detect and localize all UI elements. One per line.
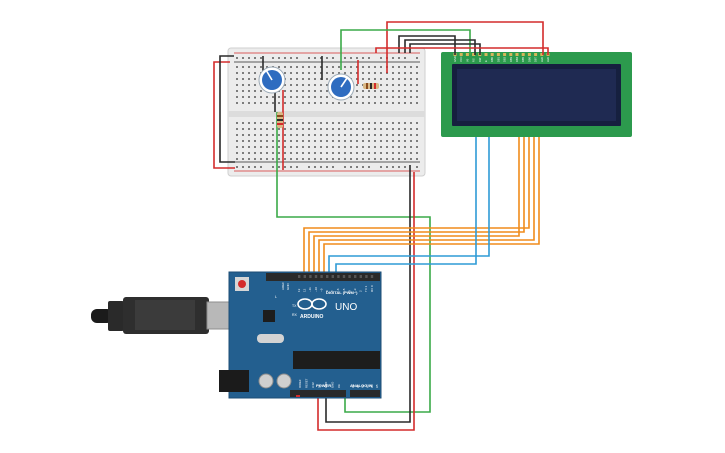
lcd-pin-label: DB7 [534,56,538,62]
resistor-2[interactable] [277,112,283,128]
digital-pin-label: 7 [331,290,335,292]
power-pin-label: GND [324,382,328,388]
digital-pin-label: RX 0 [370,285,374,292]
digital-pin-label: TX 1 [364,285,368,292]
lcd-pin-label: DB0 [490,56,494,62]
analog-pin-label: A1 [356,384,360,388]
digital-pin-label: ~9 [319,288,323,292]
lcd-pin-label: DB4 [515,56,519,62]
wire-red-5v [317,172,415,431]
digital-pin-label: 12 [303,288,307,292]
arduino-brand: ARDUINO [300,314,323,320]
wire-orange-db4 [313,137,520,279]
power-pin-label: Vin [337,384,341,388]
tx-label: TX [292,304,297,308]
wire-orange-db7 [318,137,535,279]
lcd-pin-label: DB3 [509,56,513,62]
lcd-pin-label: GND [453,56,457,62]
wire-green-lcd-v0 [340,29,471,70]
wire-orange-rs [323,137,540,279]
wire-black-gnd [325,165,411,423]
power-pin-label: IOREF [298,379,302,388]
lcd-pin-label: RW [478,57,482,62]
lcd-pin-label: DB6 [527,56,531,62]
lcd-pin-label: DB5 [521,56,525,62]
lcd-pin-label: LED [540,57,544,62]
resistor-1[interactable] [363,83,379,89]
lcd-pin-label: LED [546,57,550,62]
lcd-screen [457,69,616,121]
wire-red-lcd-led [375,47,549,55]
wire-blue-e [328,137,490,279]
digital-pin-label: 4 [347,290,351,292]
wire-green-pot-a0 [276,112,431,413]
digital-pin-label: ~11 [308,287,312,292]
wire-orange-db5 [308,137,525,279]
power-pin-label: 5V [318,384,322,388]
analog-pin-label: A0 [351,384,355,388]
digital-pin-label: 2 [359,290,363,292]
arduino-uno[interactable]: ARDUINO UNO DIGITAL (PWM~) POWER ANALOG … [91,271,382,399]
digital-pin-label: ~3 [353,288,357,292]
gnd-pin-label: GND [286,283,290,291]
wire-black-lcd-gnd [398,35,456,55]
lcd-pin-label: E [484,60,488,62]
lcd-pin-label: DB1 [496,56,500,62]
usb-cable [91,297,248,334]
digital-pin-label: 13 [297,288,301,292]
power-pin-label: 3.3V [311,382,315,388]
analog-pin-label: A3 [365,384,369,388]
atmega-chip [293,351,380,369]
lcd-pin-label: DB2 [503,56,507,62]
power-pin-label: GND [331,382,335,388]
arduino-model: UNO [335,302,357,313]
digital-pin-label: ~10 [314,287,318,292]
digital-label: DIGITAL (PWM~) [326,290,358,295]
power-pin-label: RESET [305,378,309,388]
analog-pin-label: A4 [370,384,374,388]
power-label: POWER [316,383,331,388]
potentiometer-2[interactable] [327,73,355,101]
potentiometer-1[interactable] [258,66,286,94]
wire-red-rail-left [213,61,235,169]
lcd-pin-label: V0 [465,58,469,62]
analog-pin-label: A5 [375,384,379,388]
lcd-pin-label: RS [472,58,476,62]
wire-black-rail-left [219,55,235,163]
lcd-pin-label: VCC [459,56,463,62]
arduino-logo-icon [297,298,327,310]
aref-pin-label: AREF [281,282,285,290]
analog-pin-label: A2 [361,384,365,388]
breadboard[interactable] [227,47,426,177]
wires [213,21,549,431]
digital-pin-label: ~6 [336,288,340,292]
digital-pin-label: 8 [325,290,329,292]
power-jack [219,370,249,392]
digital-pin-label: ~5 [342,288,346,292]
analog-label: ANALOG IN [350,383,373,388]
breadboard-holes [236,57,418,168]
wire-orange-db6 [303,137,530,279]
led-l-label: L [275,295,277,299]
rx-label: RX [292,313,298,317]
